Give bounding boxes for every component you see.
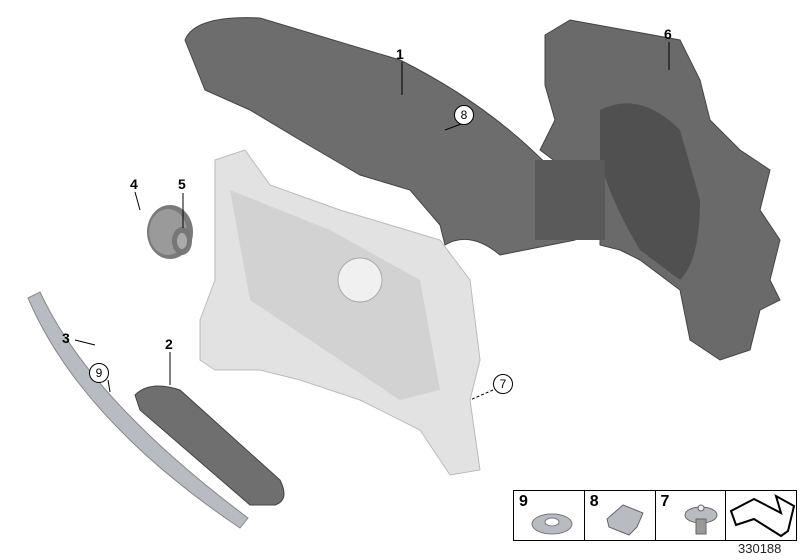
leader-lines — [74, 42, 670, 401]
legend-item-8[interactable]: 8 — [585, 491, 656, 540]
part-6-frame-block — [535, 160, 605, 240]
callout-7: 7 — [493, 374, 513, 394]
callout-4: 4 — [130, 176, 138, 192]
part-7-panel-recess — [230, 190, 440, 400]
callout-5: 5 — [178, 176, 186, 192]
leader-line-7 — [469, 389, 494, 401]
legend-number: 8 — [589, 493, 599, 510]
callout-8: 8 — [454, 105, 474, 125]
leader-line-3 — [74, 339, 96, 346]
leader-line-9 — [107, 379, 111, 393]
part-3-trim-strip[interactable] — [27, 291, 249, 529]
spring-clip-icon — [606, 504, 644, 536]
bracket-arrow-icon — [730, 493, 796, 538]
legend-number: 7 — [660, 493, 670, 510]
legend-item-9[interactable]: 9 — [514, 491, 585, 540]
callout-3: 3 — [62, 330, 70, 346]
part-6-frame-recess — [600, 103, 700, 280]
legend-item-7[interactable]: 7 — [656, 491, 727, 540]
callout-9: 9 — [89, 363, 109, 383]
part-5-grommet-center — [177, 233, 187, 249]
legend-item-bracket[interactable] — [726, 491, 796, 540]
star-washer-icon — [531, 513, 573, 535]
callout-2: 2 — [165, 336, 173, 352]
callout-6: 6 — [664, 26, 672, 42]
legend-number: 9 — [519, 493, 528, 510]
push-rivet-icon — [684, 504, 717, 535]
part-7-panel-opening — [337, 257, 383, 303]
callout-1: 1 — [396, 46, 404, 62]
fastener-legend: 9 8 7 — [513, 490, 797, 541]
document-number: 330188 — [738, 541, 782, 556]
leader-line-4 — [134, 191, 141, 211]
part-2-armrest-pad[interactable] — [134, 385, 285, 506]
